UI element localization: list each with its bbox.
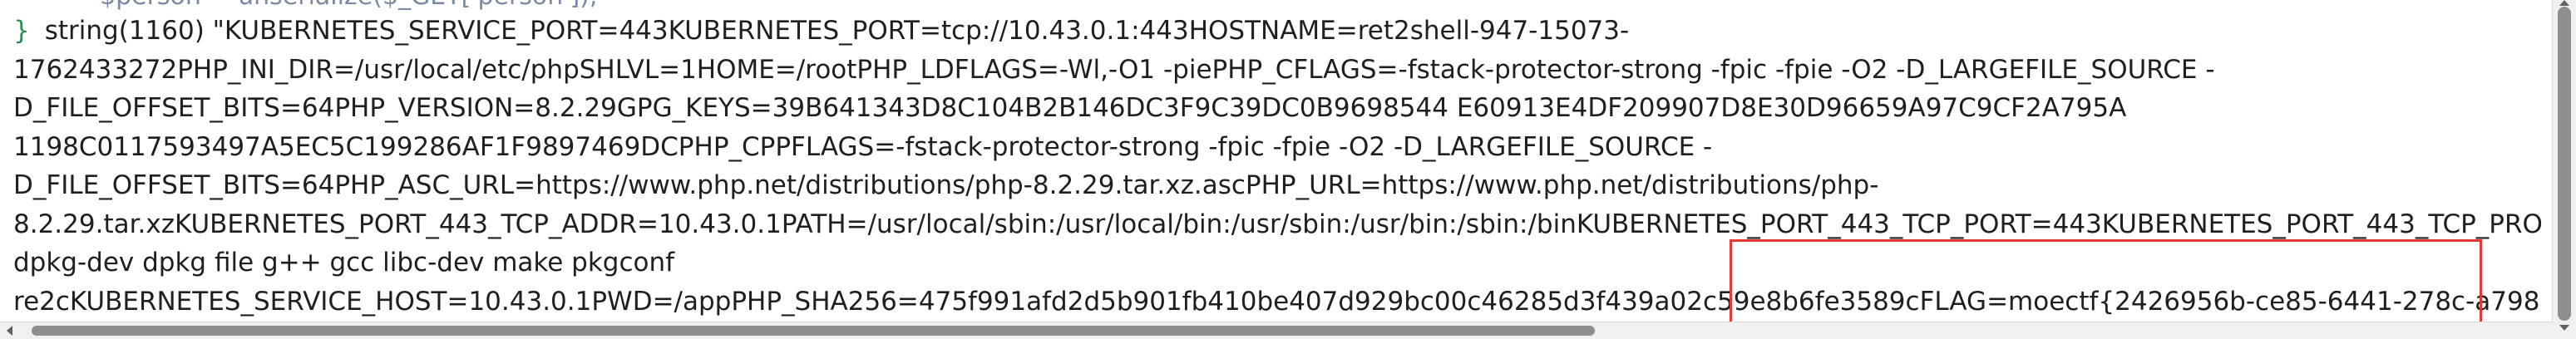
- output-line-3: D_FILE_OFFSET_BITS=64PHP_VERSION=8.2.29G…: [13, 93, 2127, 123]
- output-line-1: } string(1160) "KUBERNETES_SERVICE_PORT=4…: [13, 12, 2541, 51]
- var-dump-output: } string(1160) "KUBERNETES_SERVICE_PORT=4…: [13, 12, 2541, 321]
- closing-brace: }: [13, 16, 30, 46]
- output-line-5: D_FILE_OFFSET_BITS=64PHP_ASC_URL=https:/…: [13, 170, 1879, 200]
- output-line-2: 1762433272PHP_INI_DIR=/usr/local/etc/php…: [13, 54, 2215, 85]
- output-line-7: dpkg-dev dpkg file g++ gcc libc-dev make…: [13, 248, 675, 278]
- output-line-8: re2cKUBERNETES_SERVICE_HOST=10.43.0.1PWD…: [13, 286, 2541, 317]
- vertical-scroll-thumb[interactable]: [2558, 7, 2571, 321]
- vertical-scrollbar[interactable]: [2552, 0, 2576, 339]
- scroll-left-arrow-icon[interactable]: [7, 326, 12, 336]
- scroll-up-arrow-icon[interactable]: [2559, 0, 2569, 6]
- horizontal-scrollbar[interactable]: [0, 322, 2553, 339]
- output-line-4: 1198C0117593497A5EC5C199286AF1F9897469DC…: [13, 131, 1713, 162]
- horizontal-scroll-thumb[interactable]: [32, 326, 1595, 336]
- clipped-code-line: $person = unserialize($_GET['person']);: [100, 0, 598, 11]
- scroll-down-arrow-icon[interactable]: [2559, 325, 2569, 331]
- output-line-6: 8.2.29.tar.xzKUBERNETES_PORT_443_TCP_ADD…: [13, 209, 2541, 239]
- output-line-1-text: string(1160) "KUBERNETES_SERVICE_PORT=44…: [44, 16, 1630, 46]
